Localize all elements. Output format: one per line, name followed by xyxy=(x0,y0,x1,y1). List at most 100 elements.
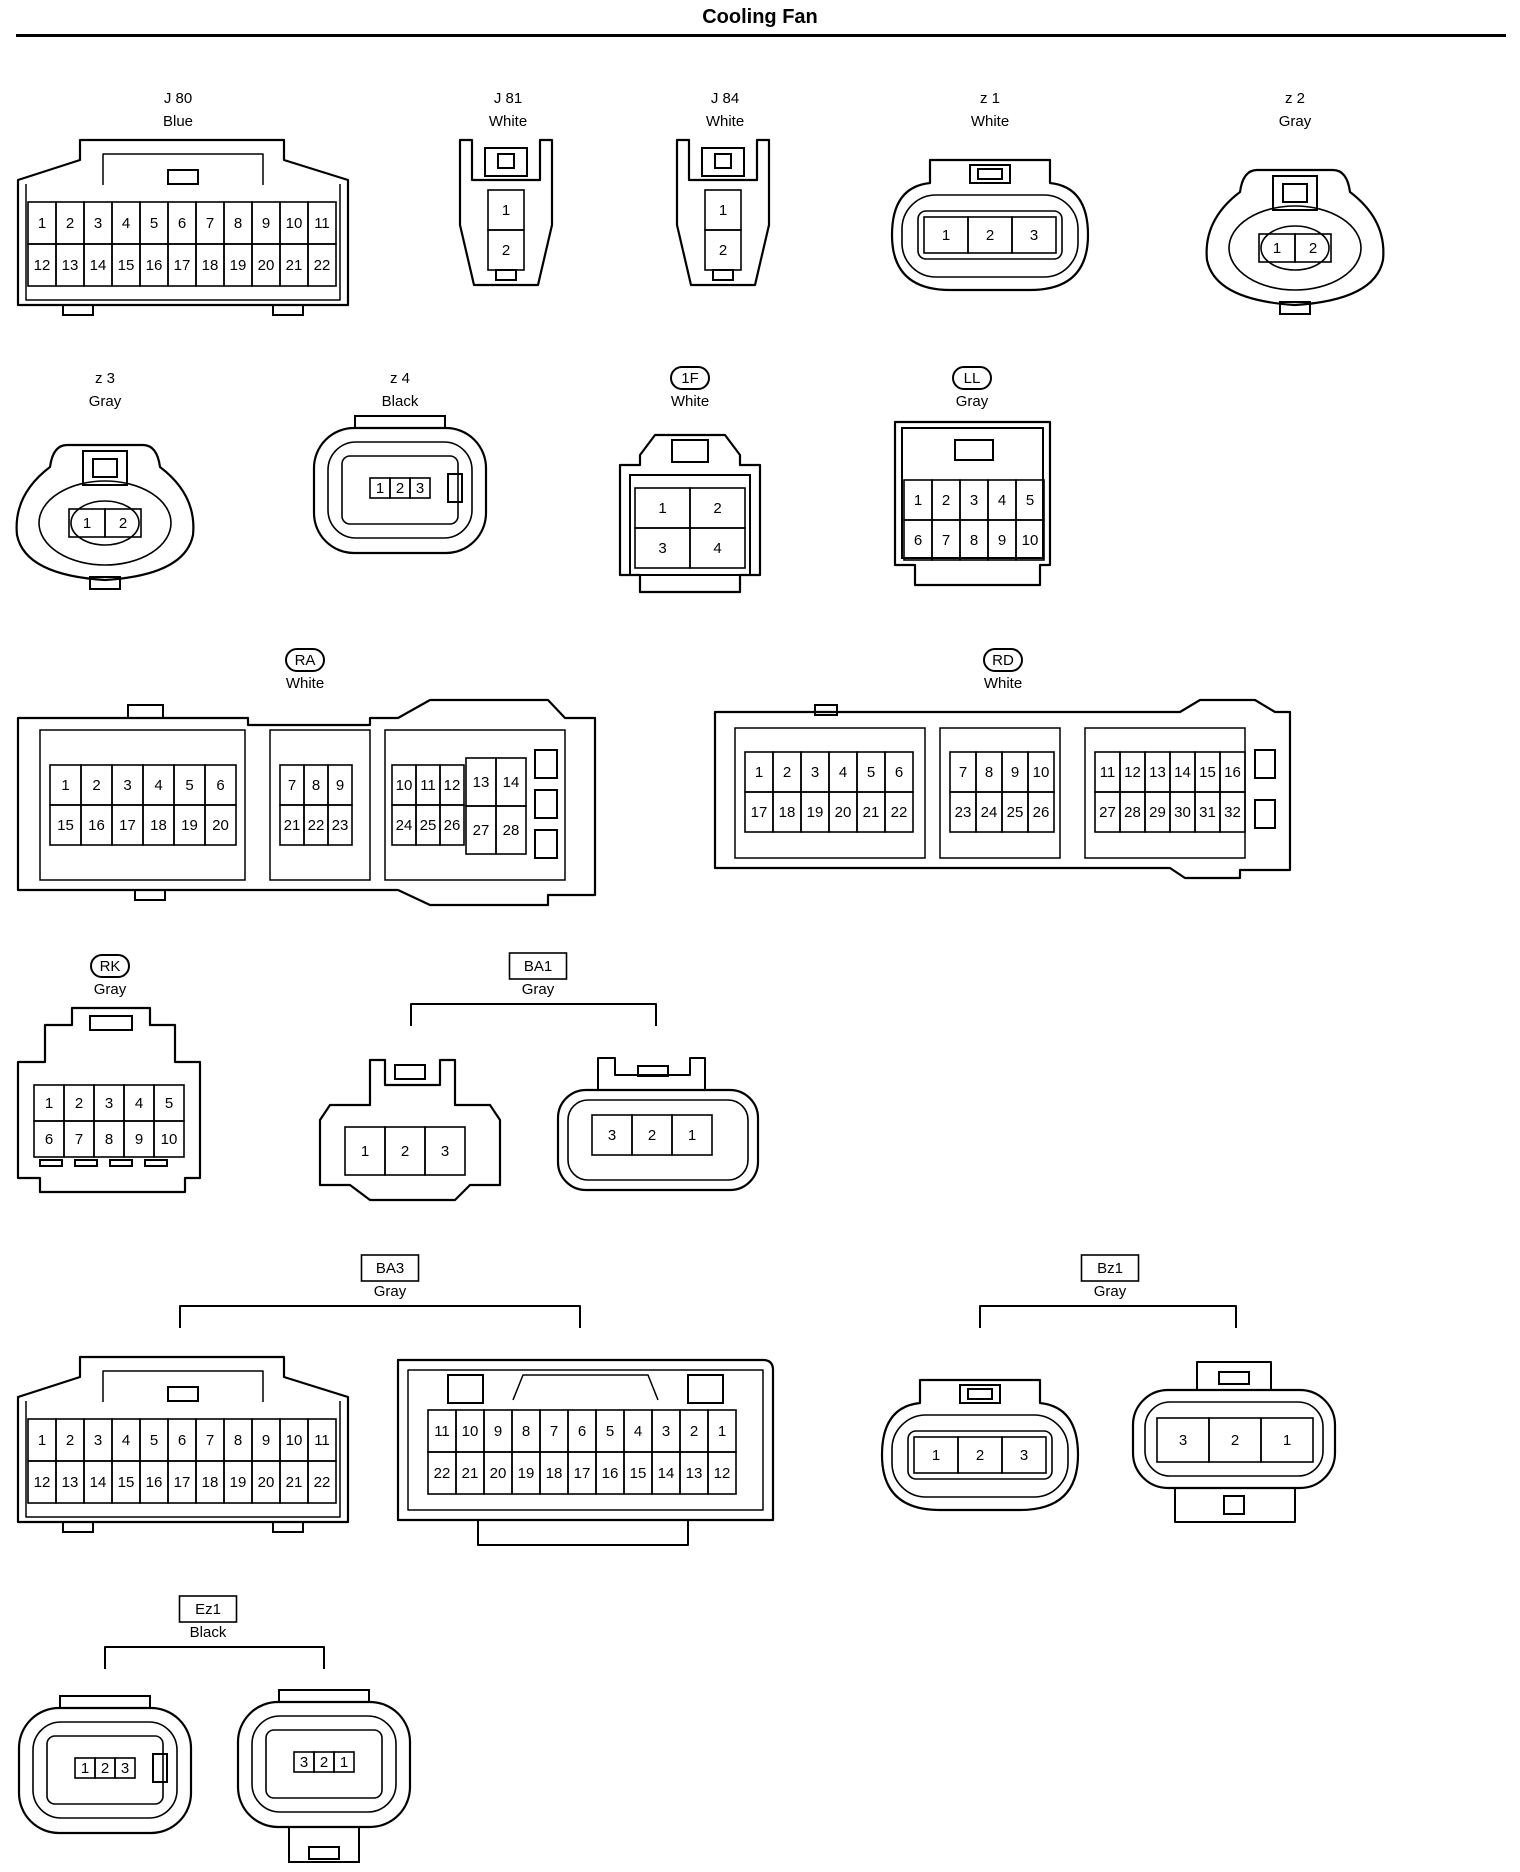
pin-13: 13 xyxy=(1144,751,1171,793)
pin-1: 1 xyxy=(634,487,691,529)
pin-3: 3 xyxy=(111,764,144,806)
page-title: Cooling Fan xyxy=(702,6,818,28)
pin-9: 9 xyxy=(251,201,281,245)
pin-label: 8 xyxy=(970,532,978,549)
pin-label: 17 xyxy=(174,1474,191,1491)
connector-color: Gray xyxy=(94,981,127,998)
pin-1: 1 xyxy=(744,751,774,793)
pin-2: 2 xyxy=(313,1751,335,1773)
pin-label: 19 xyxy=(807,804,824,821)
connector-J84: 12 xyxy=(675,138,771,287)
pin-5: 5 xyxy=(139,201,169,245)
pin-6: 6 xyxy=(167,1418,197,1462)
pin-label: 2 xyxy=(713,500,721,517)
pin-2: 2 xyxy=(384,1126,426,1176)
pin-11: 11 xyxy=(427,1409,457,1453)
connector-color: White xyxy=(984,675,1022,692)
pin-label: 5 xyxy=(165,1095,173,1112)
pin-label: 7 xyxy=(206,1432,214,1449)
pin-label: 3 xyxy=(416,480,424,497)
pin-12: 12 xyxy=(27,243,57,287)
pin-20: 20 xyxy=(828,791,858,833)
pin-14: 14 xyxy=(83,1460,113,1504)
pin-label: 2 xyxy=(719,242,727,259)
pin-label: 8 xyxy=(105,1131,113,1148)
pin-17: 17 xyxy=(167,1460,197,1504)
pin-label: 12 xyxy=(714,1465,731,1482)
pin-label: 1 xyxy=(932,1447,940,1464)
pin-label: 9 xyxy=(135,1131,143,1148)
connector-color: White xyxy=(971,113,1009,130)
pin-label: 2 xyxy=(1309,240,1317,257)
pin-label: 20 xyxy=(490,1465,507,1482)
pin-label: 21 xyxy=(863,804,880,821)
pin-label: 16 xyxy=(146,1474,163,1491)
connector-code: z 1 xyxy=(980,90,1000,107)
connector-code: Bz1 xyxy=(1097,1260,1123,1277)
pin-17: 17 xyxy=(167,243,197,287)
pin-label: 3 xyxy=(608,1127,616,1144)
pin-label: 3 xyxy=(811,764,819,781)
pin-21: 21 xyxy=(856,791,886,833)
pin-label: 19 xyxy=(518,1465,535,1482)
pin-21: 21 xyxy=(279,804,305,846)
pin-6: 6 xyxy=(884,751,914,793)
pin-label: 8 xyxy=(985,764,993,781)
pin-14: 14 xyxy=(651,1451,681,1495)
pin-18: 18 xyxy=(195,1460,225,1504)
pin-label: 23 xyxy=(955,804,972,821)
pin-label: 3 xyxy=(105,1095,113,1112)
pin-28: 28 xyxy=(1119,791,1146,833)
pin-3: 3 xyxy=(424,1126,466,1176)
pin-2: 2 xyxy=(957,1436,1003,1474)
pin-label: 3 xyxy=(441,1143,449,1160)
pin-label: 8 xyxy=(234,215,242,232)
pin-label: 2 xyxy=(986,227,994,244)
pin-4: 4 xyxy=(623,1409,653,1453)
pin-label: 7 xyxy=(288,777,296,794)
pin-11: 11 xyxy=(307,201,337,245)
pin-15: 15 xyxy=(111,1460,141,1504)
pin-31: 31 xyxy=(1194,791,1221,833)
pin-24: 24 xyxy=(391,804,417,846)
pin-9: 9 xyxy=(251,1418,281,1462)
pin-label: 20 xyxy=(258,257,275,274)
pin-label: 6 xyxy=(914,532,922,549)
pin-7: 7 xyxy=(949,751,977,793)
pin-5: 5 xyxy=(139,1418,169,1462)
pin-label: 12 xyxy=(34,257,51,274)
connector-color: Black xyxy=(190,1624,227,1641)
pin-13: 13 xyxy=(465,757,497,807)
pin-label: 9 xyxy=(336,777,344,794)
pin-14: 14 xyxy=(495,757,527,807)
pin-5: 5 xyxy=(173,764,206,806)
pin-label: 20 xyxy=(835,804,852,821)
pin-18: 18 xyxy=(195,243,225,287)
pin-22: 22 xyxy=(307,243,337,287)
pin-label: 9 xyxy=(1011,764,1019,781)
pin-12: 12 xyxy=(1119,751,1146,793)
pin-11: 11 xyxy=(1094,751,1121,793)
pin-label: 10 xyxy=(286,1432,303,1449)
pin-3: 3 xyxy=(1156,1417,1210,1463)
pin-label: 16 xyxy=(1224,764,1241,781)
pin-label: 2 xyxy=(92,777,100,794)
pin-8: 8 xyxy=(959,519,989,561)
connector-color: Gray xyxy=(1094,1283,1127,1300)
pin-12: 12 xyxy=(27,1460,57,1504)
connector-code: z 3 xyxy=(95,370,115,387)
pin-label: 25 xyxy=(420,817,437,834)
pin-label: 6 xyxy=(578,1423,586,1440)
pin-5: 5 xyxy=(1015,479,1045,521)
connector-code: 1F xyxy=(681,370,699,387)
pin-label: 1 xyxy=(340,1754,348,1771)
pin-6: 6 xyxy=(204,764,237,806)
pin-label: 4 xyxy=(122,1432,130,1449)
